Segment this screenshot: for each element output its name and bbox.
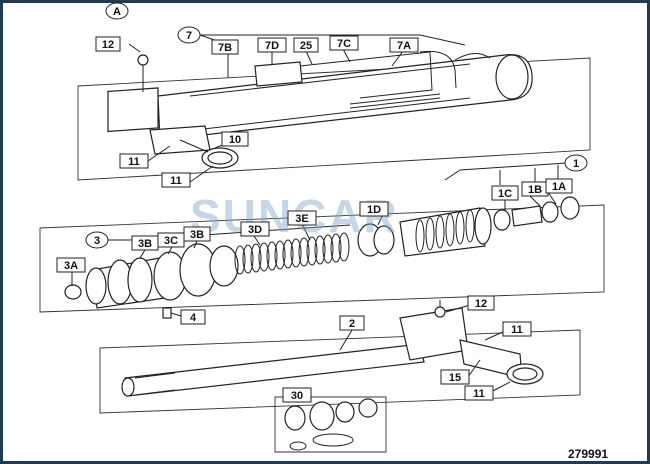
cylinder-body: [107, 50, 533, 141]
svg-text:3B: 3B: [190, 229, 204, 241]
seal-kit-panel: [274, 396, 387, 453]
svg-text:3C: 3C: [164, 235, 178, 247]
label-1B: 1B: [521, 181, 549, 197]
label-A: A: [105, 2, 129, 20]
svg-text:7B: 7B: [218, 42, 232, 54]
svg-text:3E: 3E: [295, 213, 308, 225]
label-30: 30: [282, 387, 312, 403]
label-11-cyl-bottom: 11: [161, 172, 191, 188]
svg-text:3D: 3D: [248, 224, 262, 236]
svg-text:25: 25: [300, 40, 312, 52]
piston-panel: [39, 204, 605, 313]
label-3E: 3E: [287, 210, 317, 226]
label-12-top: 12: [95, 36, 121, 52]
cylinder-bushing: [149, 125, 239, 169]
label-7D: 7D: [257, 37, 287, 53]
label-1C: 1C: [491, 185, 519, 201]
label-7A: 7A: [389, 37, 419, 53]
label-3A: 3A: [56, 257, 86, 273]
label-7C: 7C: [329, 35, 359, 51]
label-11-rod-bottom: 11: [464, 385, 494, 401]
label-3D: 3D: [240, 221, 270, 237]
svg-text:30: 30: [291, 390, 303, 402]
svg-text:7A: 7A: [397, 40, 411, 52]
svg-text:11: 11: [473, 388, 485, 400]
label-1A: 1A: [545, 178, 573, 194]
drawing-reference-number: 279991: [568, 447, 608, 461]
leader-lines: [71, 34, 568, 394]
piston-assembly: [64, 196, 580, 319]
svg-text:11: 11: [128, 156, 140, 168]
svg-text:12: 12: [475, 298, 487, 310]
svg-text:1A: 1A: [552, 181, 566, 193]
seal-kit: [284, 398, 378, 451]
svg-text:7D: 7D: [265, 40, 279, 52]
label-25: 25: [293, 37, 319, 53]
label-7B: 7B: [211, 39, 239, 55]
svg-text:1: 1: [573, 158, 579, 170]
label-11-cyl-left: 11: [119, 153, 149, 169]
svg-text:3: 3: [94, 235, 100, 247]
svg-text:7C: 7C: [337, 38, 351, 50]
svg-text:2: 2: [349, 318, 355, 330]
svg-text:A: A: [113, 6, 121, 18]
label-1: 1: [564, 154, 588, 172]
label-3B-left: 3B: [131, 235, 159, 251]
label-2: 2: [339, 315, 365, 331]
label-1D: 1D: [359, 201, 389, 217]
svg-text:1B: 1B: [528, 184, 542, 196]
svg-text:7: 7: [186, 30, 192, 42]
svg-text:1D: 1D: [367, 204, 381, 216]
label-3B-right: 3B: [183, 226, 211, 242]
svg-text:4: 4: [190, 312, 197, 324]
label-7: 7: [177, 26, 201, 44]
label-4: 4: [180, 309, 206, 325]
svg-text:10: 10: [229, 134, 241, 146]
label-3: 3: [85, 231, 109, 249]
svg-text:1C: 1C: [498, 188, 512, 200]
label-15: 15: [440, 369, 470, 385]
label-10: 10: [221, 131, 249, 147]
svg-text:3A: 3A: [64, 260, 78, 272]
svg-text:11: 11: [511, 324, 523, 336]
label-12-rod: 12: [467, 295, 495, 311]
piston-rod: [121, 300, 544, 397]
label-11-rod-top: 11: [502, 321, 532, 337]
svg-text:3B: 3B: [138, 238, 152, 250]
svg-text:12: 12: [102, 39, 114, 51]
svg-text:15: 15: [449, 372, 461, 384]
svg-text:11: 11: [170, 175, 182, 187]
label-3C: 3C: [157, 232, 185, 248]
